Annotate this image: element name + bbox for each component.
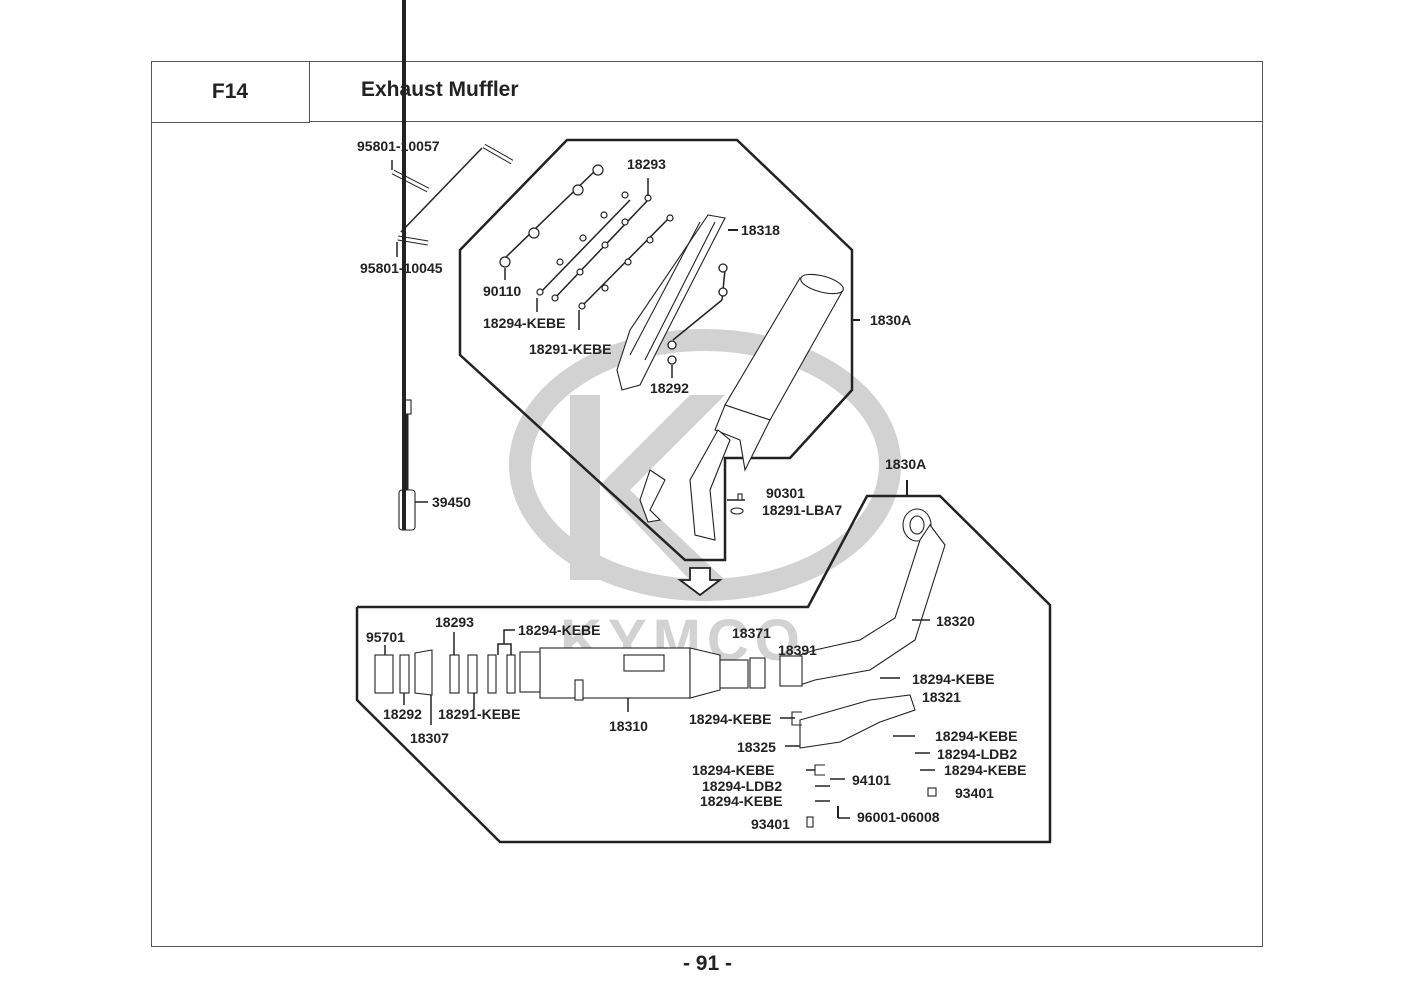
lower-group-outline — [355, 494, 1052, 844]
o2-sensor-part — [398, 0, 428, 531]
exhaust-pipe-part — [779, 508, 946, 687]
label-1830a-lower: 1830A — [885, 456, 926, 472]
label-18294-kebe-right-1: 18294-KEBE — [912, 671, 995, 687]
label-18391: 18391 — [778, 642, 817, 658]
watermark-k-glyph — [570, 395, 725, 580]
label-18294-kebe-right-2: 18294-KEBE — [935, 728, 1018, 744]
label-18294-kebe-mid: 18294-KEBE — [689, 711, 772, 727]
label-18291-kebe-upper: 18291-KEBE — [529, 341, 612, 357]
label-18291-lba7: 18291-LBA7 — [762, 502, 842, 518]
label-18293-upper: 18293 — [627, 156, 666, 172]
muffler-body-part — [519, 647, 766, 712]
bolt-parts — [391, 143, 514, 257]
label-18291-kebe-lower: 18291-KEBE — [438, 706, 521, 722]
label-18292-lower: 18292 — [383, 706, 422, 722]
label-94101: 94101 — [852, 772, 891, 788]
label-95801-10057: 95801-10057 — [357, 138, 440, 154]
label-18294-kebe-upper: 18294-KEBE — [483, 315, 566, 331]
label-18310: 18310 — [609, 718, 648, 734]
label-93401-right: 93401 — [955, 785, 994, 801]
label-18371: 18371 — [732, 625, 771, 641]
label-96001-06008: 96001-06008 — [857, 809, 940, 825]
header-divider — [310, 121, 1263, 122]
upper-group-outline — [458, 138, 854, 562]
upper-fasteners — [499, 164, 674, 330]
upper-clip-part — [667, 263, 728, 378]
label-18294-ldb2-left: 18294-LDB2 — [702, 778, 782, 794]
section-code-text: F14 — [211, 79, 249, 103]
label-18294-kebe-left-b: 18294-KEBE — [700, 793, 783, 809]
label-18293-lower: 18293 — [435, 614, 474, 630]
lower-right-parts — [780, 677, 937, 828]
label-18325: 18325 — [737, 739, 776, 755]
label-93401-left: 93401 — [751, 816, 790, 832]
part-labels: 95801-10057 95801-10045 18293 90110 1829… — [357, 138, 1027, 832]
label-90110: 90110 — [483, 283, 521, 299]
label-18318: 18318 — [741, 222, 780, 238]
label-18294-kebe-lower-top: 18294-KEBE — [518, 622, 601, 638]
label-18294-kebe-left-a: 18294-KEBE — [692, 762, 775, 778]
label-95801-10045: 95801-10045 — [360, 260, 443, 276]
label-95701: 95701 — [366, 629, 405, 645]
section-code: F14 — [151, 61, 310, 123]
muffler-assembly-upper — [639, 273, 844, 541]
label-90301: 90301 — [766, 485, 805, 501]
page-number: - 91 - — [682, 952, 732, 975]
diagram-frame — [151, 61, 1263, 947]
lower-left-parts — [374, 629, 516, 725]
label-39450: 39450 — [432, 494, 471, 510]
label-18320: 18320 — [936, 613, 975, 629]
page-title: Exhaust Muffler — [361, 78, 519, 101]
label-18321: 18321 — [922, 689, 961, 705]
down-arrow-icon — [677, 567, 723, 597]
label-18294-kebe-right-3: 18294-KEBE — [944, 762, 1027, 778]
heat-shield-part — [616, 214, 738, 391]
label-18294-ldb2-right: 18294-LDB2 — [937, 746, 1017, 762]
label-18307: 18307 — [410, 730, 449, 746]
label-18292-upper: 18292 — [650, 380, 689, 396]
label-1830a-upper: 1830A — [870, 312, 911, 328]
